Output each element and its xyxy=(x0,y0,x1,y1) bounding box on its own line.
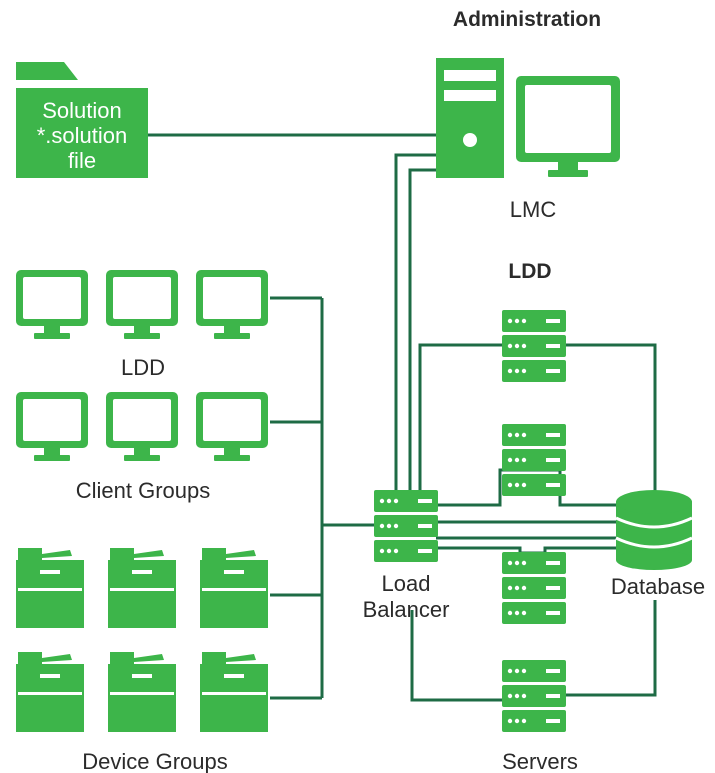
lmc-to-balancer-line-outer xyxy=(394,153,436,490)
folder-icon xyxy=(16,62,78,80)
lmc-to-balancer-line-inner xyxy=(408,168,436,490)
server-rack-icon xyxy=(502,660,566,732)
monitor-icon xyxy=(196,270,268,339)
monitor-icon xyxy=(16,270,88,339)
administration-heading: Administration xyxy=(453,8,601,31)
database-to-server4-line xyxy=(566,600,657,697)
printer-icon xyxy=(200,548,268,628)
balancer-to-server4-line xyxy=(410,610,502,702)
server-rack-icon xyxy=(502,552,566,624)
printer-icon xyxy=(16,548,84,628)
solution-file-line1: Solution xyxy=(42,98,122,123)
desktop-computer-icon xyxy=(436,58,504,178)
server-rack-icon xyxy=(502,424,566,496)
server-rack-icon xyxy=(502,310,566,382)
printer-icon xyxy=(108,652,176,732)
device-groups-label: Device Groups xyxy=(82,749,228,773)
ldd-clients-label: LDD xyxy=(121,355,165,380)
database-label: Database xyxy=(611,574,705,599)
solution-file-line3: file xyxy=(68,148,96,173)
printer-icon xyxy=(200,652,268,732)
monitor-icon xyxy=(16,392,88,461)
monitor-icon xyxy=(106,270,178,339)
monitor-icon xyxy=(196,392,268,461)
load-balancer-label-line2: Balancer xyxy=(363,597,450,622)
device-printers xyxy=(16,548,268,732)
servers-label: Servers xyxy=(502,749,578,773)
server-rack-icon xyxy=(374,490,438,562)
client-groups-label: Client Groups xyxy=(76,478,211,503)
printer-icon xyxy=(108,548,176,628)
ldd-heading: LDD xyxy=(508,260,551,283)
printer-icon xyxy=(16,652,84,732)
lmc-label: LMC xyxy=(510,197,557,222)
solution-file-line2: *.solution xyxy=(37,123,128,148)
load-balancer-label-line1: Load xyxy=(382,571,431,596)
monitor-icon xyxy=(106,392,178,461)
monitor-icon xyxy=(516,76,620,177)
database-icon xyxy=(615,490,693,570)
solution-file-folder: Solution *.solution file xyxy=(16,62,148,178)
